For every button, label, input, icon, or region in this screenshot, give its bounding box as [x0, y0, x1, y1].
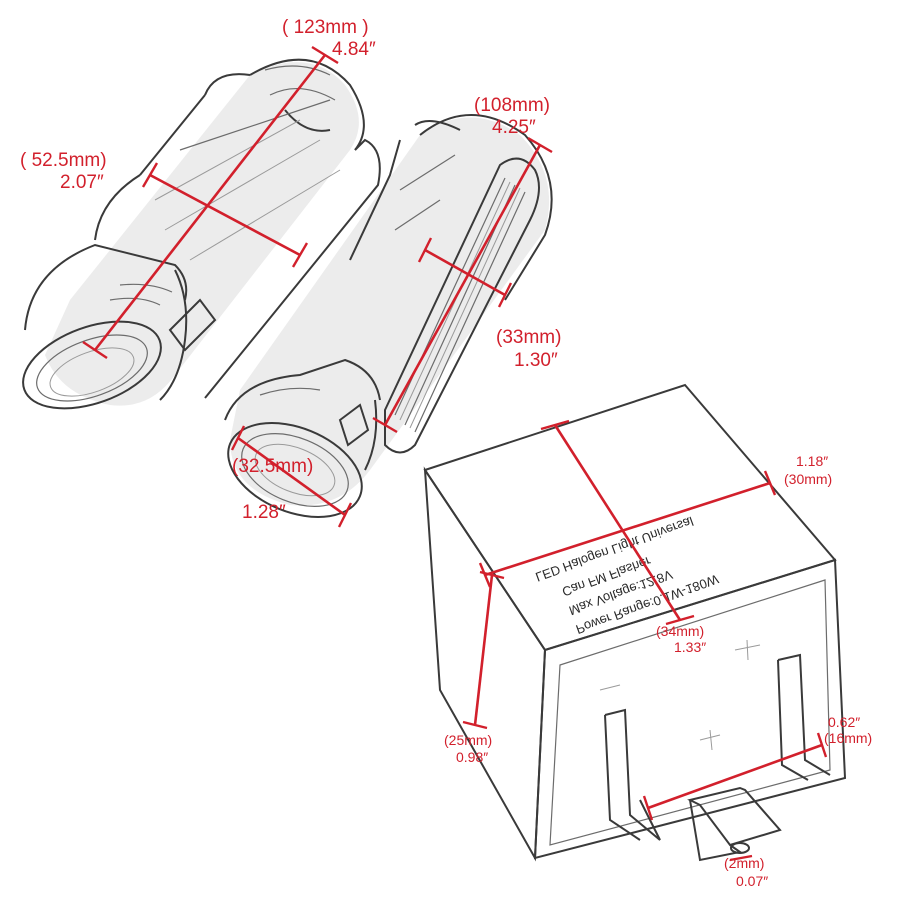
left-grip-length-line — [93, 54, 327, 351]
right-grip-lens-imperial: 1.30″ — [514, 350, 558, 371]
left-grip-diameter-line — [149, 173, 301, 257]
right-grip-length-line — [383, 144, 542, 426]
relay-height-metric: (25mm) — [444, 732, 492, 748]
right-grip-lens-line — [424, 248, 506, 297]
right-grip-bore-metric: (32.5mm) — [232, 456, 313, 477]
left-grip-length-imperial: 4.84″ — [332, 39, 376, 60]
relay-width-line — [553, 424, 682, 621]
relay-pin-spacing-metric: (16mm) — [824, 730, 872, 746]
relay-pin-spacing-line — [647, 743, 823, 810]
relay-pin-width-metric: (2mm) — [724, 855, 764, 871]
right-grip-lens-metric: (33mm) — [496, 327, 561, 348]
left-grip-diameter-metric: ( 52.5mm) — [20, 150, 107, 171]
left-grip-diameter-imperial: 2.07″ — [60, 172, 104, 193]
relay-height-imperial: 0.98″ — [456, 749, 488, 765]
left-grip-length-metric: ( 123mm ) — [282, 17, 369, 38]
right-grip-length-imperial: 4.25″ — [492, 117, 536, 138]
relay-pin-width-imperial: 0.07″ — [736, 873, 768, 889]
relay-pin-spacing-imperial: 0.62″ — [828, 714, 860, 730]
flasher-relay-illustration — [423, 383, 847, 862]
relay-width-imperial: 1.33″ — [674, 639, 706, 655]
right-grip-bore-imperial: 1.28″ — [242, 502, 286, 523]
relay-depth-imperial: 1.18″ — [796, 453, 828, 469]
right-grip-length-metric: (108mm) — [474, 95, 550, 116]
left-grip-illustration — [22, 58, 381, 410]
relay-height-line — [473, 574, 494, 726]
relay-depth-metric: (30mm) — [784, 471, 832, 487]
right-grip-bore-line — [237, 436, 346, 517]
relay-pin-width-line — [729, 854, 753, 862]
dimension-lines — [82, 45, 828, 862]
relay-width-metric: (34mm) — [656, 623, 704, 639]
relay-depth-line — [484, 481, 771, 577]
